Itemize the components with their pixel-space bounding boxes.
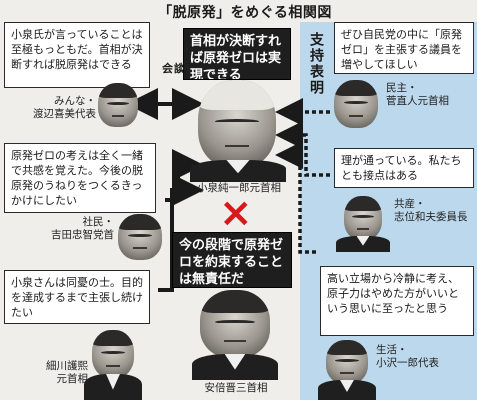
hosokawa-quote: 小泉さんは同憂の士。目的を達成するまで主張し続けたい bbox=[4, 270, 150, 324]
abe-quote: 今の段階で原発ゼロを約束することは無責任だ bbox=[172, 232, 292, 288]
collar bbox=[340, 380, 354, 392]
hosokawa-name: 細川護熙 元首相 bbox=[46, 360, 88, 385]
mouth bbox=[340, 371, 354, 374]
ozawa-portrait bbox=[326, 340, 368, 384]
collar bbox=[226, 160, 250, 174]
hair bbox=[334, 80, 378, 97]
shii-quote: 理が通っている。私たちとも接点はある bbox=[334, 148, 474, 188]
eyes bbox=[106, 102, 130, 106]
koizumi-body bbox=[190, 160, 286, 182]
eyes bbox=[335, 359, 359, 363]
abe-body bbox=[192, 354, 278, 380]
hair bbox=[344, 196, 382, 211]
mouth bbox=[106, 364, 120, 367]
shii-name: 共産・ 志位和夫委員長 bbox=[394, 198, 468, 223]
diagram-title: 「脱原発」をめぐる相関図 bbox=[158, 5, 332, 21]
hair bbox=[326, 340, 368, 355]
hair bbox=[198, 80, 276, 110]
hair bbox=[98, 83, 138, 98]
ozawa-name: 生活・ 小沢一郎代表 bbox=[376, 344, 439, 369]
meeting-label: 会談 bbox=[162, 62, 186, 75]
mouth bbox=[348, 114, 364, 117]
hair bbox=[118, 214, 162, 230]
abe-portrait bbox=[200, 290, 270, 358]
support-label: 支持表明 bbox=[308, 32, 324, 96]
hair bbox=[200, 290, 270, 314]
hosokawa-body bbox=[84, 374, 142, 400]
hair bbox=[92, 330, 134, 347]
yoshida-name: 社民・ 吉田忠智党首 bbox=[51, 216, 114, 241]
eyes bbox=[215, 319, 255, 324]
shii-portrait bbox=[344, 196, 382, 240]
mouth bbox=[223, 339, 247, 342]
eyes bbox=[215, 118, 259, 124]
yoshida-quote: 原発ゼロの考えは全く一緒で共感を覚えた。今後の脱原発のうねりをつくるきっかけにし… bbox=[4, 143, 156, 213]
ozawa-support-arrow bbox=[275, 141, 316, 254]
mouth bbox=[111, 114, 125, 117]
koizumi-name: 小泉純一郎元首相 bbox=[197, 182, 281, 194]
oppose-cross: × bbox=[219, 190, 253, 236]
ozawa-body bbox=[318, 380, 376, 400]
eyes bbox=[352, 215, 374, 219]
mouth bbox=[132, 247, 148, 250]
eyes bbox=[127, 234, 153, 238]
ozawa-quote: 高い立場から冷静に考え、原子力はやめた方がいいという思いに至ったと思う bbox=[320, 266, 474, 336]
mouth bbox=[224, 143, 250, 147]
shii-support-arrow bbox=[275, 121, 330, 177]
watanabe-quote: 小泉氏が言っていることは至極もっともだ。首相が決断すれば脱原発はできる bbox=[4, 22, 150, 88]
mouth bbox=[356, 227, 370, 230]
koizumi-portrait bbox=[198, 80, 276, 168]
support-panel bbox=[300, 22, 477, 400]
kan-name: 民主・ 菅直人元首相 bbox=[386, 82, 449, 107]
koizumi-quote: 首相が決断すれば原発ゼロは実現できる bbox=[183, 28, 291, 80]
kan-portrait bbox=[334, 80, 378, 128]
watanabe-name: みんな・ 渡辺喜美代表 bbox=[33, 95, 96, 120]
yoshida-portrait bbox=[118, 214, 162, 260]
hosokawa-portrait bbox=[92, 330, 134, 378]
abe-name: 安倍晋三首相 bbox=[204, 382, 268, 394]
eyes bbox=[343, 101, 369, 105]
collar bbox=[356, 236, 370, 246]
collar bbox=[106, 374, 120, 390]
collar bbox=[224, 354, 246, 370]
kan-quote: ぜひ自民党の中に「原発ゼロ」を主張する議員を増やしてほしい bbox=[334, 22, 474, 74]
watanabe-portrait bbox=[98, 83, 138, 127]
eyes bbox=[101, 351, 125, 355]
shii-body bbox=[336, 236, 390, 252]
